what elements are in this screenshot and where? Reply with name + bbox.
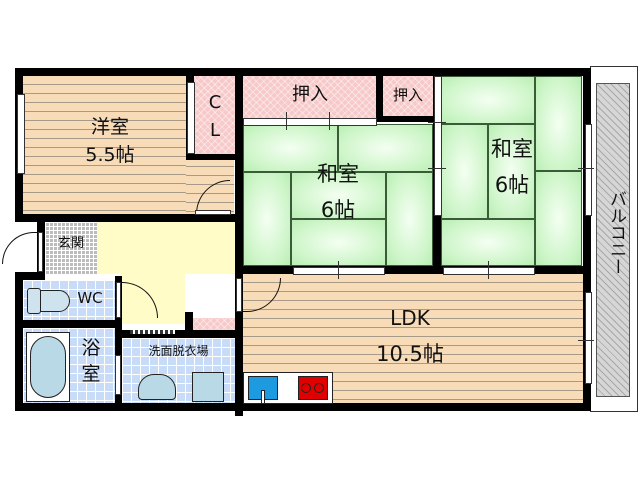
sliding-door-between-washitsu[interactable] [434,76,442,216]
wall [186,154,236,160]
japanese-room-2-size: 6帖 [494,173,530,197]
tatami-mat [386,172,433,266]
closet-cl-doors[interactable] [187,82,195,154]
bathtub-basin [30,336,66,398]
wall [115,330,235,338]
sliding-door-washitsu-2[interactable] [443,267,535,275]
wall [115,276,122,411]
japanese-room-2 [441,76,582,266]
ldk-size: 10.5帖 [376,342,444,366]
tatami-mat [441,219,535,266]
ldk-name: LDK [390,306,430,330]
tatami-mat [441,76,535,124]
washroom-label: 洗面脱衣場 [148,344,209,358]
wall [15,403,591,411]
hall-storage [193,318,235,332]
toilet-label: WC [77,289,103,307]
wall [41,214,241,222]
toilet-door-leaf [116,282,121,318]
japanese-room-2-name: 和室 [491,137,533,161]
wall [583,68,591,410]
sliding-door-mark [286,112,287,130]
wall [15,320,122,328]
sliding-door-mark [329,112,330,130]
japanese-room-1 [243,124,433,266]
entrance-door-leaf [38,232,43,272]
entrance-door[interactable] [2,232,40,264]
wall [15,272,23,411]
oshiire-1-label: 押入 [292,84,328,105]
hallway [97,222,235,274]
window-mullion [578,340,594,341]
kitchen-sink [248,376,278,400]
entrance-genkan [45,222,97,274]
wall [15,214,41,222]
closet-cl-label-l: L [209,120,221,141]
sliding-door-mark [428,122,446,123]
sliding-door-oshiire-1[interactable] [243,118,377,126]
window-west [17,94,25,174]
closet-cl-label-c: C [208,92,222,113]
bathroom-door[interactable] [115,355,121,395]
oshiire-closet-1 [243,76,376,118]
window-mullion [578,168,594,169]
oshiire-2-label: 押入 [392,86,423,104]
wash-basin [138,374,176,400]
tatami-mat [338,124,433,172]
window-balcony-upper [585,124,592,216]
bathroom-label-1: 浴 [81,337,101,359]
faucet-icon [261,390,265,404]
western-room-door-leaf [195,210,231,215]
sliding-door-washitsu-1[interactable] [293,267,385,275]
western-room-size: 5.5帖 [85,144,135,166]
wall [15,272,45,280]
tatami-mat [291,219,386,266]
tatami-mat [488,124,535,219]
balcony [596,83,630,397]
burner-icon [301,383,311,393]
wall [15,68,591,76]
closet-cl [194,76,236,156]
wall [376,116,434,122]
wall [235,266,585,274]
western-room [22,76,190,214]
tatami-mat [535,76,582,171]
sliding-door-mark [488,261,489,279]
washroom-partition [130,330,175,334]
sliding-door-mark [428,168,446,169]
wall [376,76,383,122]
ldk-door-leaf [236,278,242,312]
toilet-fixture-tank [27,288,41,314]
entrance-label: 玄関 [57,236,84,251]
bathtub [26,332,70,402]
tatami-mat [535,171,582,266]
burner-icon [314,383,324,393]
western-room-name: 洋室 [90,116,129,138]
wall [185,312,193,338]
sliding-door-mark [338,261,339,279]
toilet-fixture-bowl [40,290,70,312]
balcony-label: バルコニー [606,190,626,275]
wall [235,68,243,416]
bathroom-label-2: 室 [81,363,101,385]
japanese-room-1-size: 6帖 [320,198,356,222]
window-balcony-lower [585,292,592,384]
washing-machine [192,372,224,402]
tatami-mat [243,172,291,266]
oshiire-closet-2 [383,76,433,118]
tatami-mat [243,124,338,172]
tatami-mat [291,172,386,219]
japanese-room-1-name: 和室 [317,162,359,186]
